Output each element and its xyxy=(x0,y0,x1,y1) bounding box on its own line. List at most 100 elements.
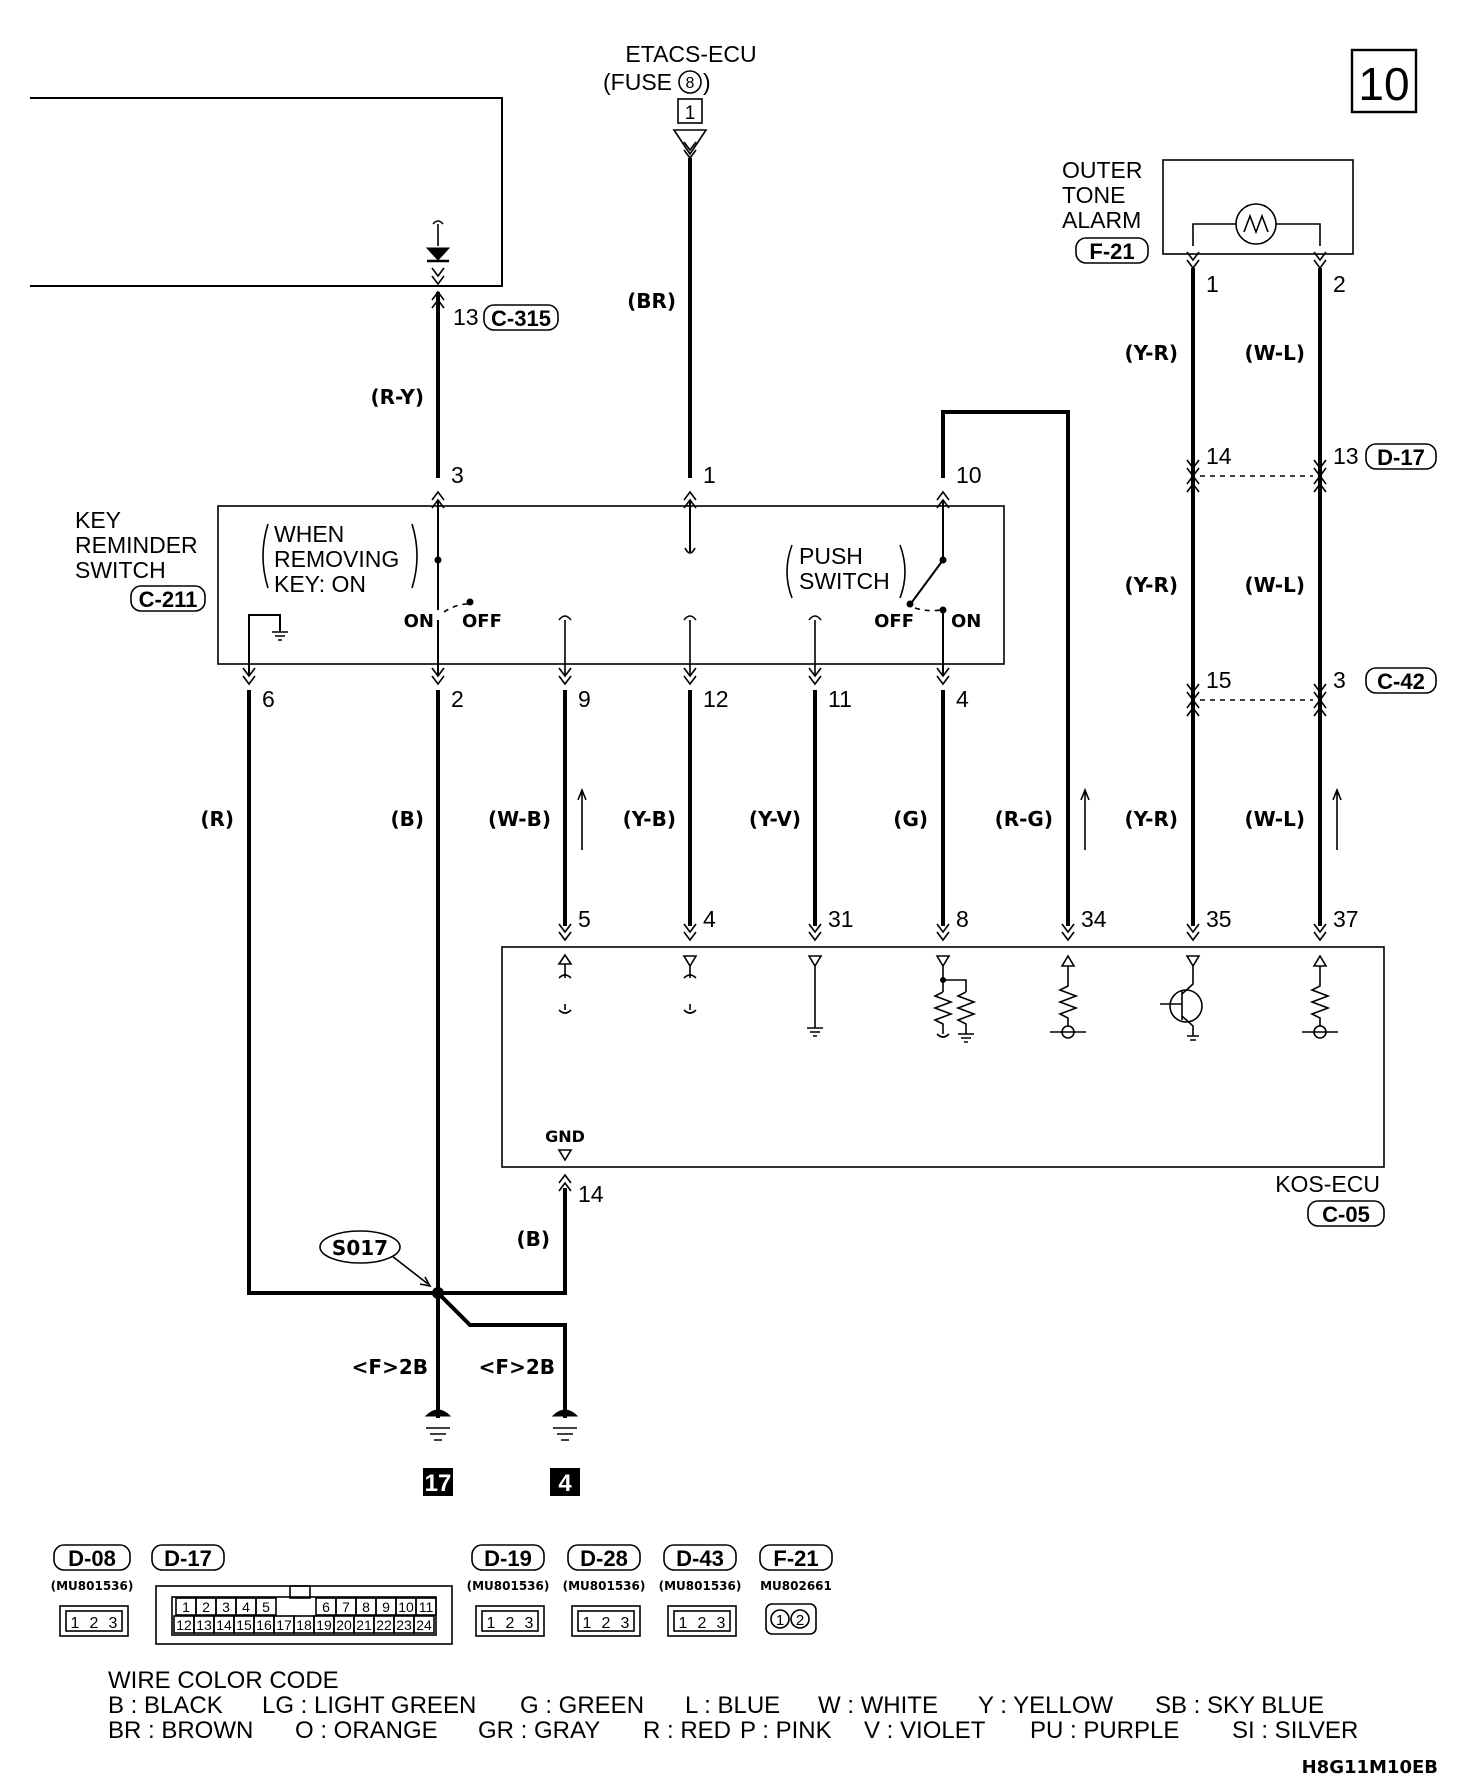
key-switch-off: OFF xyxy=(462,611,502,632)
d19-pin-2: 2 xyxy=(506,1615,515,1632)
kos-pin4-internal xyxy=(682,955,698,1014)
alarm-pin-1: 1 xyxy=(1206,271,1219,297)
legend-row1-item-4: W : WHITE xyxy=(818,1692,938,1719)
note-line2: REMOVING xyxy=(274,546,399,572)
wire-color-r: (R) xyxy=(200,807,234,831)
legend-row2-item-6: PU : PURPLE xyxy=(1030,1717,1179,1744)
ksw-pin-4: 4 xyxy=(956,686,969,712)
kos-pin-35: 35 xyxy=(1206,906,1232,932)
d17-view-pin-12: 12 xyxy=(176,1617,192,1633)
d17-view-pin-18: 18 xyxy=(296,1617,312,1633)
d17-view-pin-17: 17 xyxy=(276,1617,292,1633)
legend-row1-item-0: B : BLACK xyxy=(108,1692,223,1719)
c05-connector: C-05 xyxy=(1322,1202,1370,1227)
kos-ecu-box xyxy=(501,946,1385,1168)
kos-pin8-node xyxy=(940,977,946,983)
d17-view-label: D-17 xyxy=(164,1546,212,1571)
f21-connector: F-21 xyxy=(1089,239,1134,264)
d43-label: D-43 xyxy=(676,1546,724,1571)
c211-connector: C-211 xyxy=(139,587,198,612)
pin9-stub xyxy=(558,615,572,676)
d17-view-badge xyxy=(151,1544,225,1571)
legend-row2-item-3: R : RED xyxy=(643,1717,731,1744)
note-line1: WHEN xyxy=(274,521,344,547)
d17-pin-right: 13 xyxy=(1333,443,1359,469)
f21-pin-1: 1 xyxy=(776,1612,784,1629)
note-bracket-right xyxy=(411,523,418,589)
diode-icon xyxy=(425,247,451,261)
d17-view-pin-22: 22 xyxy=(376,1617,392,1633)
c05-badge xyxy=(1307,1200,1385,1227)
kos-pin-37: 37 xyxy=(1333,906,1359,932)
d08-pin-2: 2 xyxy=(90,1615,99,1632)
kos-pin-8: 8 xyxy=(956,906,969,932)
d17-view-pin-5: 5 xyxy=(262,1599,270,1615)
ground-right-box xyxy=(550,1468,580,1496)
d43-housing xyxy=(667,1605,737,1637)
key-switch-on: ON xyxy=(404,611,434,632)
kos-pin-5: 5 xyxy=(578,906,591,932)
wire-color-br: (BR) xyxy=(627,289,676,313)
wire-color-yb: (Y-B) xyxy=(623,807,676,831)
d19-part: (MU801536) xyxy=(467,1579,550,1593)
pin11-stub xyxy=(808,615,822,676)
wire-b-branch xyxy=(435,1290,567,1418)
kos-pin34-supply xyxy=(1061,1025,1075,1039)
d17-view-pin-5-cell xyxy=(255,1597,277,1616)
note-line3: KEY: ON xyxy=(274,571,366,597)
ground-left-box xyxy=(423,1468,453,1496)
d17-view-pin-19: 19 xyxy=(316,1617,332,1633)
f21-badge xyxy=(1075,237,1149,264)
legend-title: WIRE COLOR CODE xyxy=(108,1667,339,1694)
connector-view-d28: D-28 (MU801536) 1 2 3 xyxy=(563,1544,645,1637)
f21-housing xyxy=(765,1603,817,1635)
ground-right-number: 4 xyxy=(558,1470,572,1497)
footer-code: H8G11M10EB xyxy=(1302,1757,1438,1778)
d17-view-pin-14: 14 xyxy=(216,1617,232,1633)
d43-badge xyxy=(663,1544,737,1571)
d17-view-pin-13: 13 xyxy=(196,1617,212,1633)
pin12-stub xyxy=(683,615,697,676)
wire-color-wl-3: (W-L) xyxy=(1245,807,1306,831)
f21-pin2-circle xyxy=(790,1609,810,1629)
kos-gnd-terminal xyxy=(557,1149,573,1162)
d19-pin-3: 3 xyxy=(525,1615,534,1632)
splice-label: S017 xyxy=(332,1236,388,1260)
f21-view-label: F-21 xyxy=(773,1546,818,1571)
d17-view-pin-15: 15 xyxy=(236,1617,252,1633)
d17-view-pin-8: 8 xyxy=(362,1599,370,1615)
d17-view-pin-20: 20 xyxy=(336,1617,352,1633)
d28-pin-3: 3 xyxy=(621,1615,630,1632)
outer-tone-alarm-line1: OUTER xyxy=(1062,157,1143,183)
fuse-label: (FUSE xyxy=(603,69,672,95)
kos-pin4-arrow xyxy=(683,923,697,941)
ksw-pin-3: 3 xyxy=(451,462,464,488)
kos-gnd-pin: 14 xyxy=(578,1181,604,1207)
legend-row1-item-6: SB : SKY BLUE xyxy=(1155,1692,1324,1719)
push-line2: SWITCH xyxy=(799,568,890,594)
key-switch-throw xyxy=(443,603,469,613)
legend-row2-item-2: GR : GRAY xyxy=(478,1717,600,1744)
d43-pin-2: 2 xyxy=(698,1615,707,1632)
push-switch-off: OFF xyxy=(874,611,914,632)
kos-pin-31: 31 xyxy=(828,906,854,932)
kos-pin35-internal xyxy=(1160,955,1201,1041)
signal-arrow-rg xyxy=(1080,787,1090,850)
kos-pin31-arrow xyxy=(808,923,822,941)
kos-pin35-arrow xyxy=(1186,923,1200,941)
d08-badge xyxy=(53,1544,131,1571)
transistor-icon xyxy=(1169,989,1203,1023)
d19-pin-1: 1 xyxy=(487,1615,496,1632)
fuse-close: ) xyxy=(703,69,711,95)
ksw-pin6-internal xyxy=(248,614,281,676)
d17-view-pin-1: 1 xyxy=(182,1599,190,1615)
ground-left-icon xyxy=(425,1427,451,1441)
kos-pin34-internal xyxy=(1050,954,1086,1033)
kos-pin8-arrow xyxy=(936,923,950,941)
push-bracket-left xyxy=(786,544,793,599)
wire-color-g: (G) xyxy=(893,807,928,831)
